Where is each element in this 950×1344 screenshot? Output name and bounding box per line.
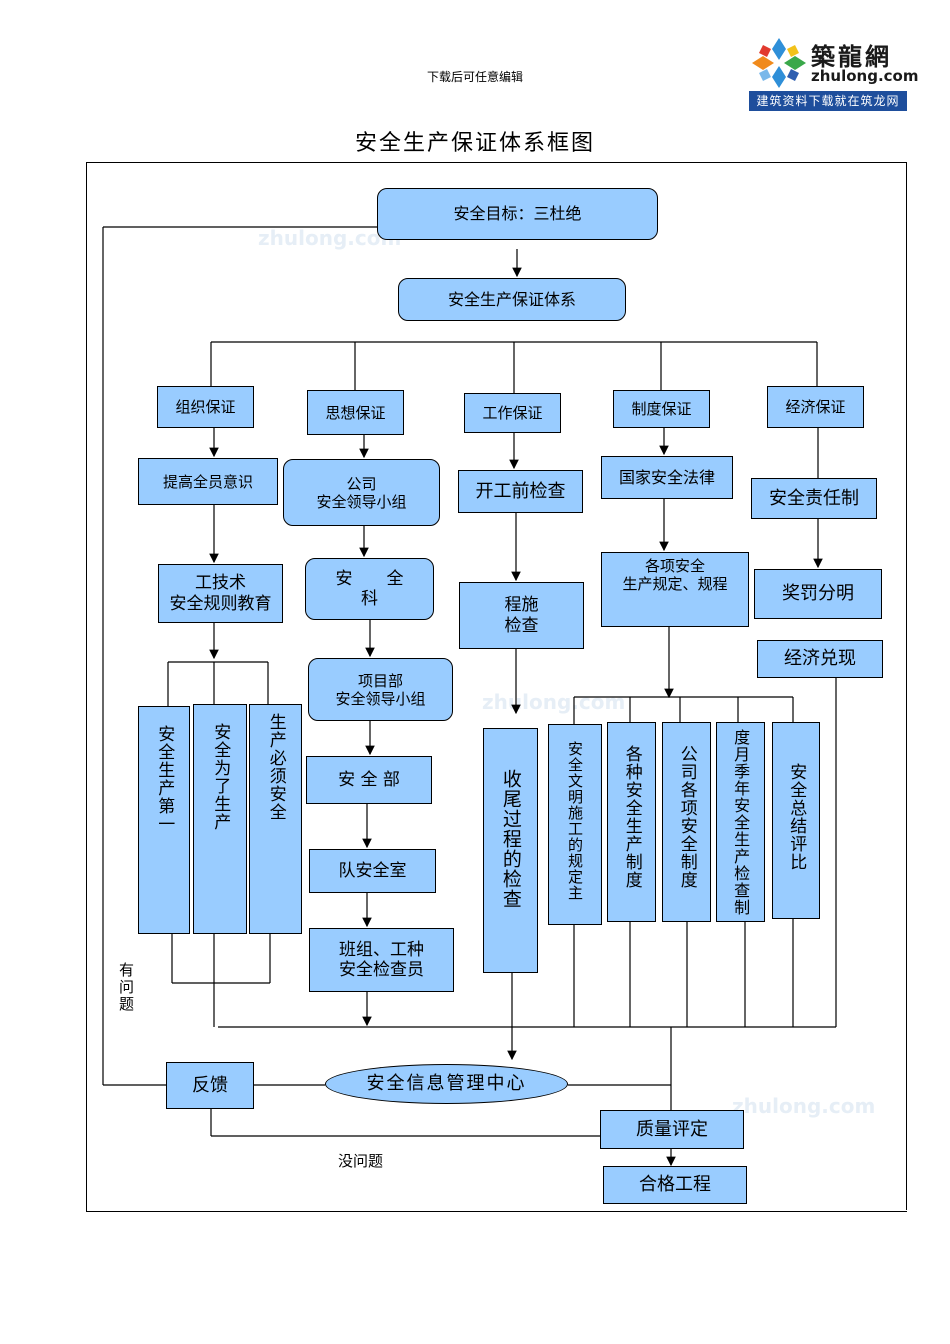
goal-text: 安全目标：三杜绝 <box>453 204 582 224</box>
goal-box: 安全目标：三杜绝 <box>377 188 658 240</box>
national-law-text: 国家安全法律 <box>618 467 715 487</box>
system-text: 安全生产保证体系 <box>447 289 576 309</box>
tech-education-text: 工技术 安全规则教育 <box>169 573 272 614</box>
inspector-text: 班组、工种 安全检查员 <box>339 939 424 980</box>
diagram-frame-right <box>906 162 907 1210</box>
various-rules-text: 各种安全生产制度 <box>621 745 642 889</box>
thought-guarantee-box: 思想保证 <box>307 390 404 435</box>
quality-evaluation-box: 质量评定 <box>600 1110 744 1149</box>
logo-slogan: 建筑资料下载就在筑龙网 <box>749 91 907 111</box>
rules-text: 各项安全 生产规定、规程 <box>622 557 728 593</box>
logo-english-name: zhulong.com <box>811 67 919 85</box>
qualified-project-text: 合格工程 <box>639 1174 711 1196</box>
feedback-text: 反馈 <box>192 1074 228 1096</box>
national-law-box: 国家安全法律 <box>601 456 733 499</box>
cash-text: 经济兑现 <box>784 648 856 670</box>
process-check-text: 程施 检查 <box>504 595 539 636</box>
reward-box: 奖罚分明 <box>754 569 882 619</box>
safety-first-box: 安全生产第一 <box>138 706 190 934</box>
awareness-text: 提高全员意识 <box>162 472 253 491</box>
info-center-text: 安全信息管理中心 <box>366 1073 527 1095</box>
org-guarantee-box: 组织保证 <box>157 386 254 428</box>
monthly-inspection-text: 度月季年安全生产检查制 <box>731 729 751 916</box>
tech-education-box: 工技术 安全规则教育 <box>158 564 283 623</box>
work-guarantee-text: 工作保证 <box>482 404 543 422</box>
regime-guarantee-box: 制度保证 <box>613 390 710 428</box>
logo-emblem-icon <box>752 38 806 88</box>
production-must-safe-text: 生产必须安全 <box>265 713 286 821</box>
company-group-box: 公司 安全领导小组 <box>283 459 440 526</box>
company-rules-box: 公司各项安全制度 <box>662 722 711 922</box>
safety-first-text: 安全生产第一 <box>154 725 175 833</box>
safety-dept-box: 安 全 科 <box>305 558 434 620</box>
work-guarantee-box: 工作保证 <box>464 393 561 433</box>
project-group-box: 项目部 安全领导小组 <box>308 658 453 721</box>
final-check-text: 收尾过程的检查 <box>499 769 522 909</box>
production-must-safe-box: 生产必须安全 <box>249 704 302 934</box>
watermark: zhulong.com <box>482 690 626 714</box>
regime-guarantee-text: 制度保证 <box>631 400 692 418</box>
team-room-text: 队安全室 <box>338 860 407 881</box>
has-problem-label: 有问题 <box>119 961 135 1013</box>
responsibility-box: 安全责任制 <box>751 478 877 519</box>
various-rules-box: 各种安全生产制度 <box>607 722 656 922</box>
diagram-frame <box>86 162 907 1212</box>
safety-for-production-box: 安全为了生产 <box>193 704 247 934</box>
inspector-box: 班组、工种 安全检查员 <box>309 928 454 992</box>
org-guarantee-text: 组织保证 <box>175 398 236 416</box>
qualified-project-box: 合格工程 <box>603 1166 747 1204</box>
header-note: 下载后可任意编辑 <box>426 70 523 84</box>
reward-text: 奖罚分明 <box>782 583 854 605</box>
watermark: zhulong.com <box>732 1094 876 1118</box>
final-check-box: 收尾过程的检查 <box>483 728 538 973</box>
project-group-text: 项目部 安全领导小组 <box>335 671 426 708</box>
cash-box: 经济兑现 <box>757 640 883 678</box>
safety-dept-text: 安 全 科 <box>335 568 404 609</box>
safety-section-text: 安 全 部 <box>338 769 400 790</box>
logo-top: 築龍網 zhulong.com <box>749 35 918 91</box>
pre-check-box: 开工前检查 <box>458 470 583 513</box>
safety-section-box: 安 全 部 <box>306 756 432 804</box>
economy-guarantee-text: 经济保证 <box>785 398 846 416</box>
summary-box: 安全总结评比 <box>772 722 820 919</box>
thought-guarantee-text: 思想保证 <box>325 403 386 422</box>
system-box: 安全生产保证体系 <box>398 278 626 321</box>
summary-text: 安全总结评比 <box>786 763 807 871</box>
process-check-box: 程施 检查 <box>459 582 584 649</box>
safety-for-production-text: 安全为了生产 <box>210 723 231 831</box>
logo-chinese-name: 築龍網 <box>811 43 892 71</box>
civil-construction-box: 安全文明施工的规定主 <box>548 724 602 925</box>
quality-evaluation-text: 质量评定 <box>636 1118 708 1140</box>
zhulong-logo: 築龍網 zhulong.com 建筑资料下载就在筑龙网 <box>749 35 918 111</box>
feedback-box: 反馈 <box>166 1062 254 1109</box>
monthly-inspection-box: 度月季年安全生产检查制 <box>716 722 765 922</box>
economy-guarantee-box: 经济保证 <box>767 386 864 428</box>
company-rules-text: 公司各项安全制度 <box>676 745 697 889</box>
company-group-text: 公司 安全领导小组 <box>316 474 407 511</box>
pre-check-text: 开工前检查 <box>475 480 566 502</box>
page-title: 安全生产保证体系框图 <box>354 131 595 156</box>
rules-box: 各项安全 生产规定、规程 <box>601 552 749 627</box>
awareness-box: 提高全员意识 <box>138 458 278 505</box>
team-room-box: 队安全室 <box>309 849 436 893</box>
responsibility-text: 安全责任制 <box>769 487 859 509</box>
no-problem-label: 没问题 <box>338 1152 384 1170</box>
civil-construction-text: 安全文明施工的规定主 <box>566 741 584 901</box>
info-center-ellipse: 安全信息管理中心 <box>325 1064 568 1104</box>
